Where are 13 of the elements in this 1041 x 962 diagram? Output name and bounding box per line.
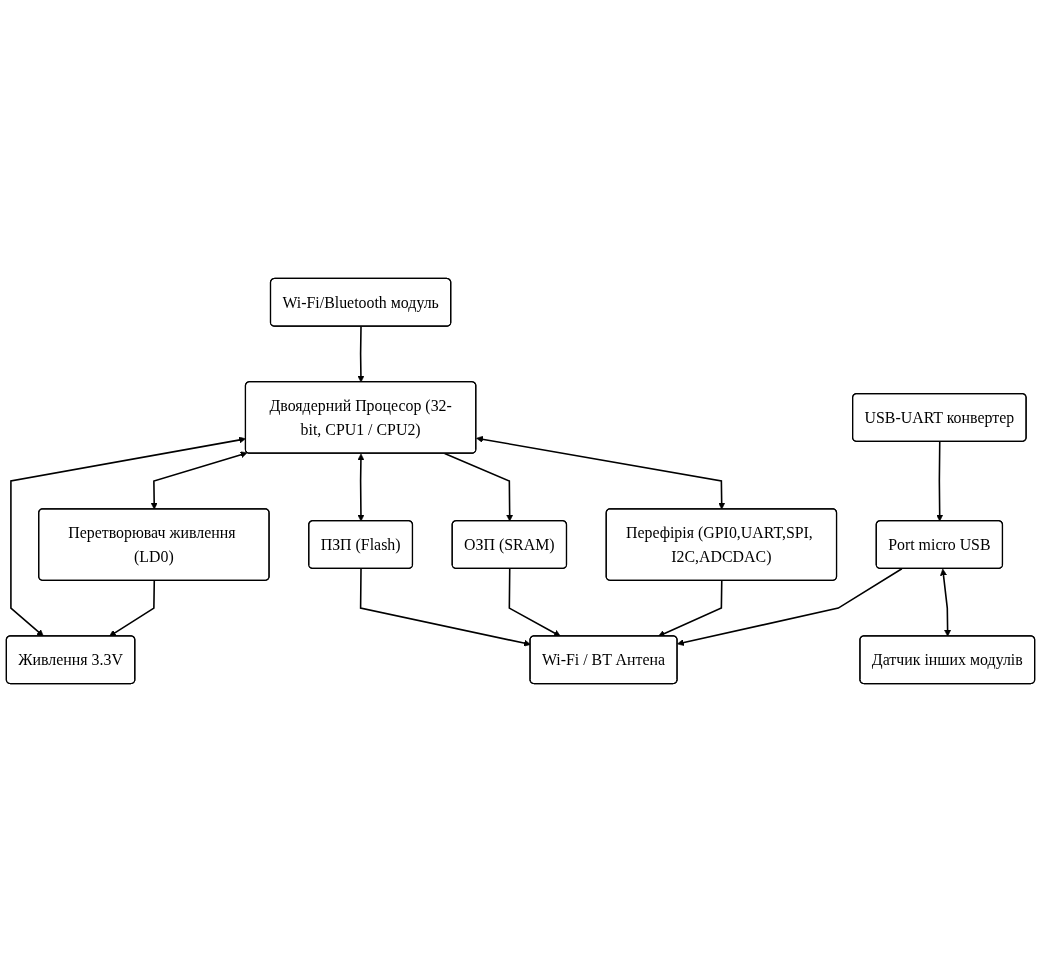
arrow	[150, 451, 248, 510]
arrow	[10, 436, 246, 637]
arrow	[677, 567, 903, 646]
arrow	[476, 435, 726, 510]
arrow	[940, 568, 952, 637]
arrow	[508, 567, 561, 637]
arrow	[357, 325, 365, 383]
arrow	[359, 567, 531, 647]
arrow	[658, 579, 723, 637]
arrow	[109, 579, 156, 637]
arrow	[357, 453, 365, 522]
arrow	[936, 440, 944, 522]
arrow	[443, 452, 514, 522]
